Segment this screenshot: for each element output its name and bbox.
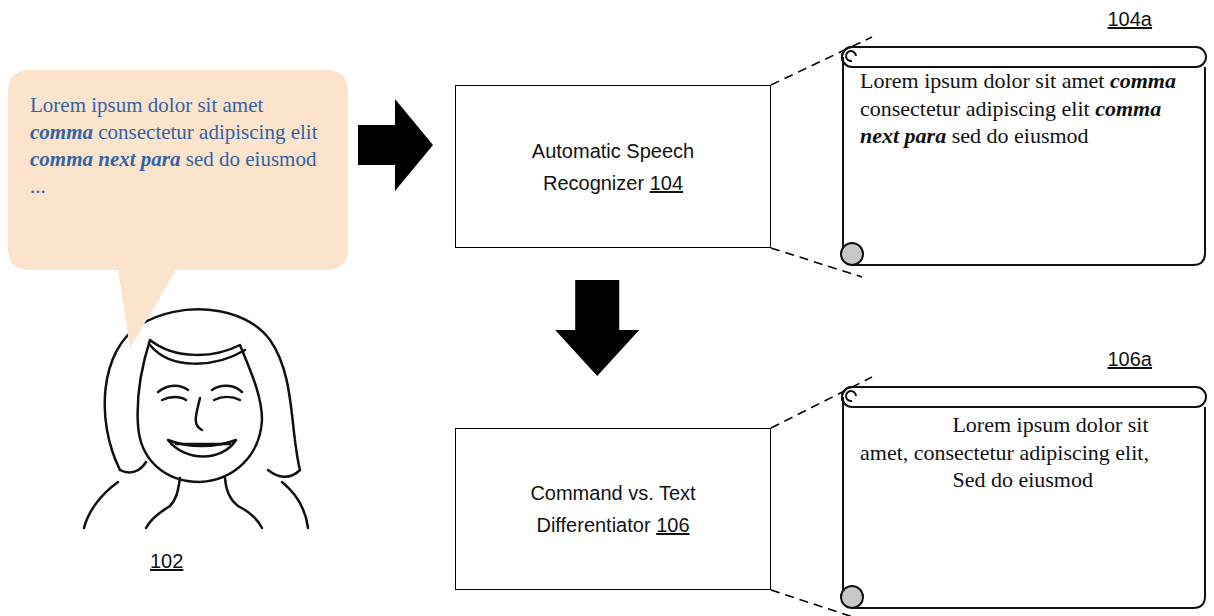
text-flow: Automatic Speech Recognizer 104 [525, 135, 701, 199]
zoom-line [771, 37, 872, 277]
text-run: Lorem ipsum dolor sit amet [30, 93, 263, 117]
zoom-line [771, 377, 872, 616]
node-content: Lorem ipsum dolor sit amet comma consect… [836, 45, 1208, 166]
paragraph: Sed do eiusmod [860, 466, 1194, 494]
reference-number: 104a [1108, 8, 1153, 30]
spoken-command: comma [30, 120, 93, 144]
output-scroll: 104aLorem ipsum dolor sit amet comma con… [836, 45, 1208, 267]
spoken-command: comma next para [30, 147, 181, 171]
reference-number: 106 [656, 514, 689, 536]
node-content: Lorem ipsum dolor sit amet, consectetur … [836, 385, 1208, 510]
speech-bubble: Lorem ipsum dolor sit amet comma consect… [8, 70, 348, 270]
block-arrow [555, 280, 639, 376]
text-run: consectetur adipiscing elit [860, 96, 1090, 121]
node-content: Automatic Speech Recognizer 104 [513, 125, 713, 209]
spoken-command: comma [1110, 68, 1176, 93]
node-content: Command vs. Text Differentiator 106 [513, 467, 713, 551]
paragraph: Lorem ipsum dolor sit amet, consectetur … [860, 411, 1194, 466]
scroll-lines [841, 47, 1206, 265]
callout-number: 102 [150, 550, 183, 573]
scroll-lines [841, 387, 1206, 608]
process-box: Automatic Speech Recognizer 104 [455, 85, 771, 248]
reference-number: 104 [650, 172, 683, 194]
block-arrow [358, 99, 433, 191]
text-run: consectetur adipiscing elit [98, 120, 317, 144]
text-run: sed do eiusmod [952, 123, 1089, 148]
text-run: Lorem ipsum dolor sit amet [860, 68, 1104, 93]
text-flow: Lorem ipsum dolor sit amet comma consect… [860, 67, 1194, 150]
reference-number: 106a [1108, 348, 1153, 370]
output-scroll: 106aLorem ipsum dolor sit amet, consecte… [836, 385, 1208, 610]
text-flow: Lorem ipsum dolor sit amet comma consect… [30, 92, 328, 200]
process-box: Command vs. Text Differentiator 106 [455, 428, 771, 590]
text-flow: Command vs. Text Differentiator 106 [525, 477, 701, 541]
bubble-fill [8, 70, 348, 348]
node-content: Lorem ipsum dolor sit amet comma consect… [8, 70, 348, 218]
